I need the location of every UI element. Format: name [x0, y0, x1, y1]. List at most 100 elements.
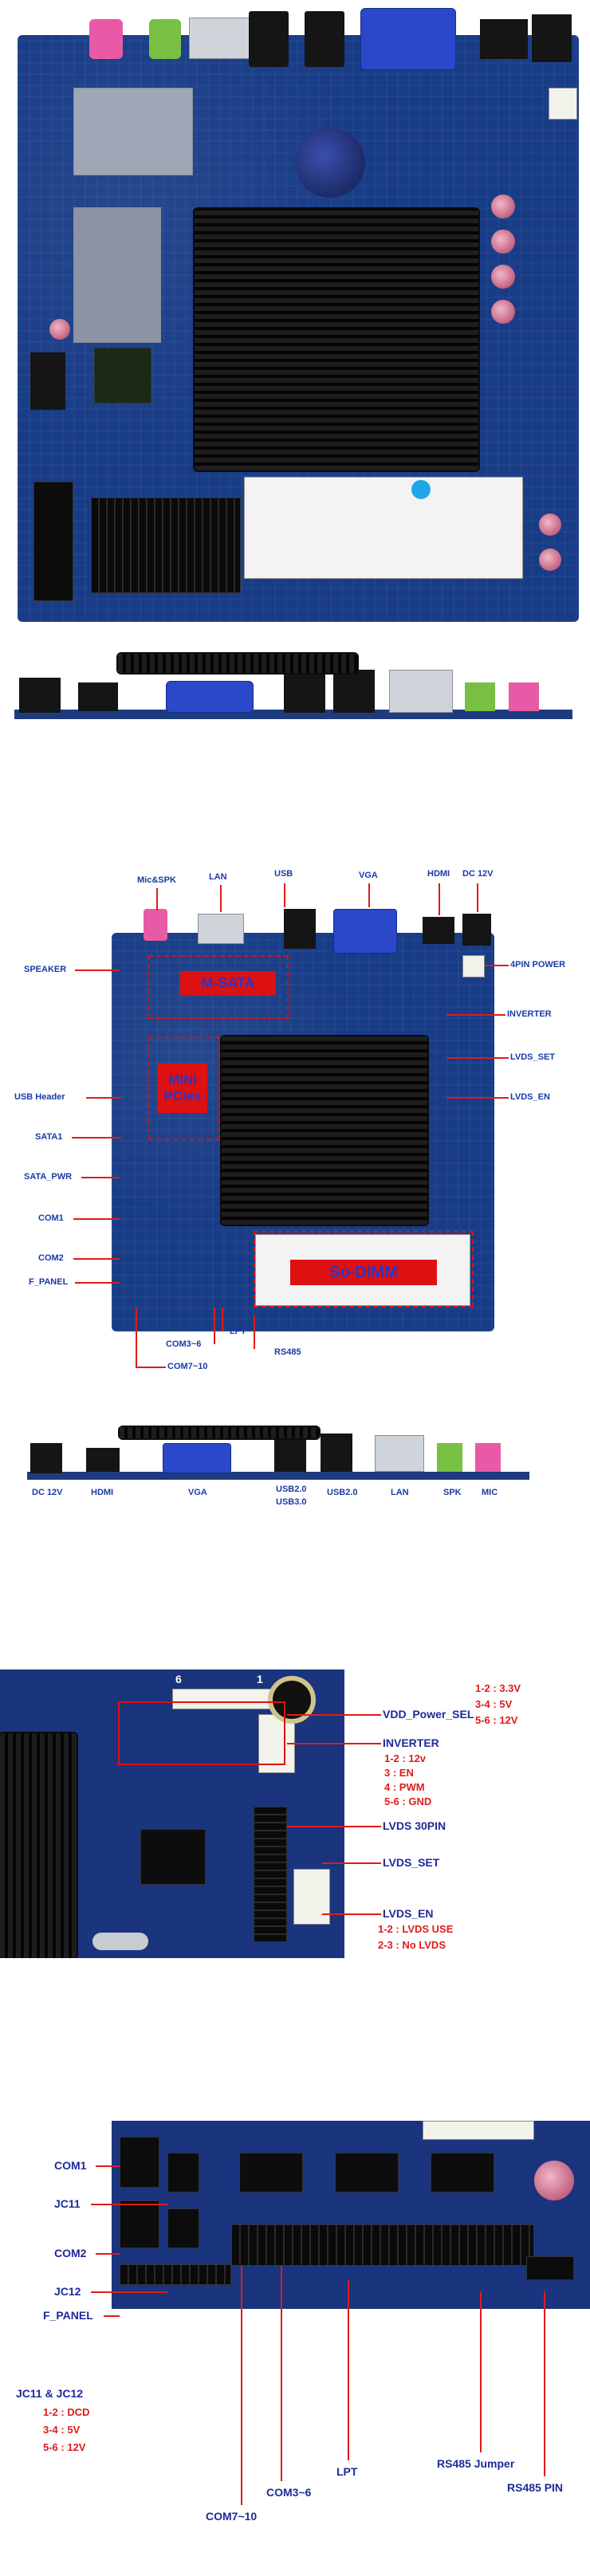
e-rs485-header: [526, 2256, 574, 2280]
labeled-board-diagram: M-SATA MINI PCIex So-DIMM Mic&SPK LAN US…: [0, 861, 590, 1419]
e-chip-c: [431, 2153, 494, 2193]
e-jc-opt-2: 3-4 : 5V: [43, 2424, 81, 2436]
e-jc11-header: [167, 2153, 199, 2193]
minipcie-label: MINI PCIex: [158, 1064, 207, 1113]
arrow: [368, 883, 370, 907]
e-fpanel-header: [120, 2264, 231, 2285]
c-label-usb20-b: USB2.0: [327, 1488, 358, 1497]
lvds-annotation-panel: 1-2 : 3.3V 3-4 : 5V 5-6 : 12V VDD_Power_…: [344, 1669, 590, 1958]
c-usb: [321, 1434, 352, 1472]
capacitor: [491, 265, 515, 289]
d-vdd-opt-3: 5-6 : 12V: [475, 1714, 518, 1726]
capacitor: [49, 319, 70, 340]
msata-label-text: M-SATA: [201, 974, 255, 991]
c-label-hdmi: HDMI: [91, 1488, 114, 1497]
e-label-fpanel: F_PANEL: [43, 2309, 93, 2322]
c-spk: [437, 1443, 462, 1472]
diagram-hdmi: [423, 917, 454, 944]
capacitor: [539, 513, 561, 536]
lan-port: [189, 18, 253, 59]
e-label-rs485-jumper: RS485 Jumper: [437, 2457, 515, 2470]
hdmi-port: [480, 19, 528, 59]
d-lvds30: LVDS 30PIN: [383, 1819, 446, 1832]
c-dc: [30, 1443, 62, 1473]
usb-port-b: [305, 11, 344, 67]
d-lvdsen-opt-1: 1-2 : LVDS USE: [378, 1923, 454, 1935]
diagram-vga: [333, 909, 397, 954]
sata-connector: [30, 352, 65, 410]
label-com1: COM1: [38, 1213, 64, 1223]
c-label-vga: VGA: [188, 1488, 207, 1497]
diagram-4pin: [462, 955, 485, 977]
arrow: [214, 1308, 215, 1344]
arrow: [480, 2291, 482, 2452]
arrow: [72, 1137, 121, 1139]
label-sata1: SATA1: [35, 1132, 63, 1142]
label-dc12v: DC 12V: [462, 869, 494, 879]
side-usb: [333, 670, 375, 713]
arrow: [156, 888, 158, 910]
d-chip: [140, 1829, 206, 1885]
label-vga: VGA: [359, 871, 378, 880]
arrow: [446, 1097, 509, 1099]
d-vdd: VDD_Power_SEL: [383, 1708, 474, 1721]
d-mount-hole: [268, 1676, 316, 1724]
e-capacitor: [534, 2161, 574, 2200]
d-lvds30-header: [254, 1807, 287, 1942]
arrow: [220, 885, 222, 912]
label-rs485: RS485: [274, 1347, 301, 1357]
side-lan: [389, 670, 453, 713]
arrow: [75, 1282, 120, 1284]
e-chip-a: [239, 2153, 303, 2193]
c-label-usb30: USB3.0: [276, 1497, 307, 1507]
arrow: [91, 2204, 167, 2205]
d-pin6: 6: [175, 1673, 182, 1685]
audio-jack-green: [149, 19, 181, 59]
d-lvdsset: LVDS_SET: [383, 1856, 440, 1869]
minipcie-label-line1: MINI: [168, 1072, 197, 1087]
arrow: [96, 2165, 120, 2167]
c-heatsink: [120, 1427, 319, 1438]
arrow: [439, 883, 440, 915]
e-label-jc12: JC12: [54, 2285, 81, 2298]
pin-header-bottom-left: [91, 498, 241, 593]
cpu-heatsink: [195, 209, 478, 470]
label-lvds-set: LVDS_SET: [510, 1052, 556, 1062]
arrow: [287, 1826, 381, 1827]
e-jc-opt-3: 5-6 : 12V: [43, 2441, 86, 2453]
arrow: [81, 1177, 120, 1178]
side-usb: [284, 670, 325, 713]
c-label-lan: LAN: [391, 1488, 409, 1497]
minipcie-box: [148, 1036, 220, 1140]
arrow: [544, 2291, 545, 2476]
d-pin1: 1: [257, 1673, 263, 1685]
c-usb: [274, 1434, 306, 1472]
d-vdd-box: [118, 1701, 285, 1765]
c-label-usb20: USB2.0: [276, 1485, 307, 1494]
audio-jack-pink: [89, 19, 123, 59]
minipcie-slot: [73, 207, 161, 343]
label-usb-header: USB Header: [14, 1092, 65, 1102]
d-inv-opt-3: 4 : PWM: [384, 1781, 425, 1793]
capacitor: [491, 195, 515, 218]
label-com3-6: COM3~6: [166, 1339, 202, 1349]
chip-large: [94, 348, 151, 403]
msata-box: [148, 955, 289, 1019]
e-label-com2: COM2: [54, 2247, 87, 2259]
arrow: [477, 883, 478, 912]
c-label-mic: MIC: [482, 1488, 498, 1497]
arrow: [287, 1714, 381, 1716]
label-f-panel: F_PANEL: [29, 1277, 69, 1287]
side-view-photo: [14, 654, 572, 726]
arrow: [73, 1258, 120, 1260]
e-com1-header: [120, 2137, 159, 2188]
c-mic: [475, 1443, 501, 1472]
arrow: [104, 2315, 120, 2317]
arrow: [284, 883, 285, 907]
motherboard-photo-top: [18, 8, 579, 622]
sodimm-box: [254, 1231, 474, 1308]
arrow: [136, 1367, 166, 1368]
diagram-audio: [144, 909, 167, 941]
e-chip-b: [335, 2153, 399, 2193]
